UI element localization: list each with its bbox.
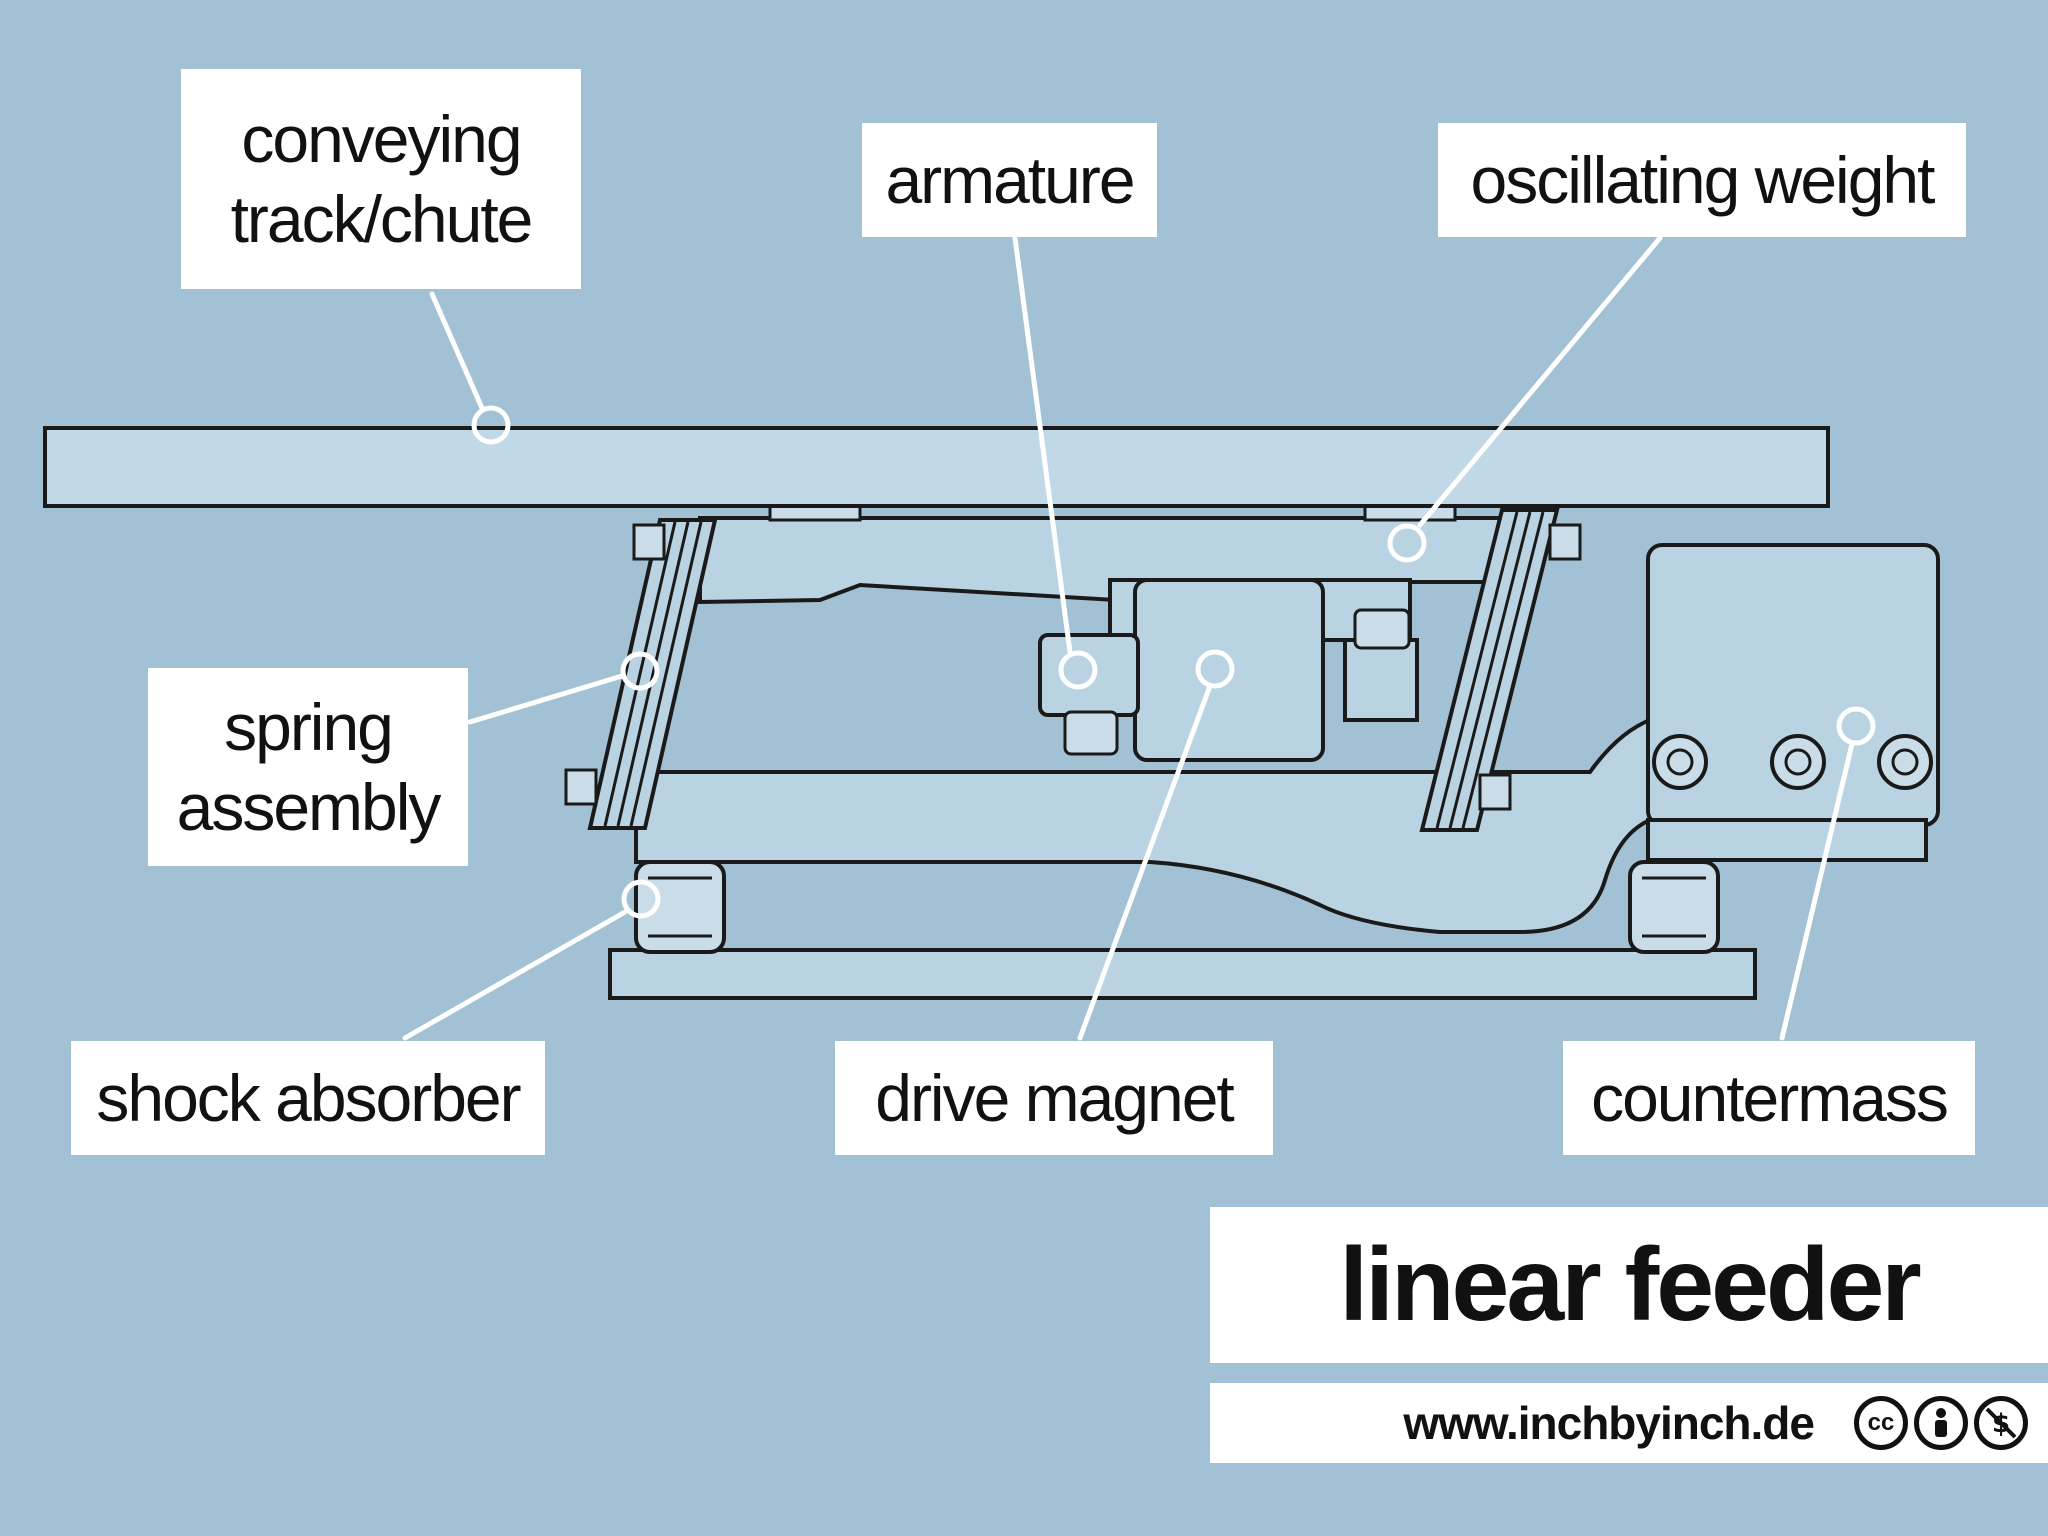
countermass-bolts (1652, 734, 1933, 790)
base-plate (608, 948, 1757, 1000)
label-shock-absorber: shock absorber (71, 1041, 545, 1155)
license-icons: cc $ (1854, 1396, 2028, 1450)
drive-magnet-block (1133, 578, 1325, 762)
credit-box: www.inchbyinch.de cc $ (1210, 1383, 2048, 1463)
label-spring-line1: spring (224, 690, 394, 764)
label-spring-line2: assembly (176, 770, 442, 844)
shock-absorber-left (634, 860, 726, 954)
label-oscillating-weight: oscillating weight (1438, 123, 1966, 237)
spring-left (564, 518, 718, 830)
label-armature-text: armature (885, 143, 1135, 217)
label-armature: armature (862, 123, 1157, 237)
leader-lines (402, 235, 1855, 1041)
by-person-icon (1914, 1396, 1968, 1450)
label-drive-text: drive magnet (875, 1061, 1235, 1135)
diagram-title: linear feeder (1339, 1226, 1922, 1343)
label-countermass: countermass (1563, 1041, 1975, 1155)
cc-icon: cc (1854, 1396, 1908, 1450)
noncommercial-icon: $ (1974, 1396, 2028, 1450)
label-countermass-text: countermass (1591, 1061, 1949, 1135)
label-shock-text: shock absorber (96, 1061, 521, 1135)
spring-right (1419, 508, 1582, 832)
label-drive-magnet: drive magnet (835, 1041, 1273, 1155)
title-box: linear feeder (1210, 1207, 2048, 1363)
label-conveying-line2: track/chute (230, 182, 534, 256)
label-conveying-track: conveying track/chute (181, 69, 581, 289)
leader-markers (471, 405, 1876, 919)
label-spring-assembly: spring assembly (148, 668, 468, 866)
label-conveying-line1: conveying (241, 102, 522, 176)
label-oscillating-text: oscillating weight (1470, 143, 1936, 217)
shock-absorber-right (1628, 860, 1720, 954)
armature-block (1038, 633, 1140, 717)
credit-link[interactable]: www.inchbyinch.de (1403, 1397, 1815, 1449)
conveying-track (43, 426, 1830, 508)
